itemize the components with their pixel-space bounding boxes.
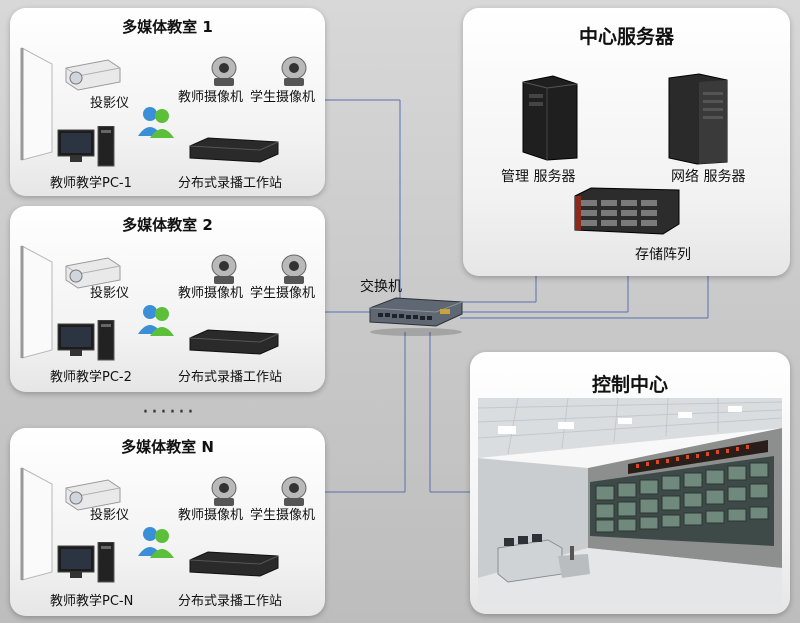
teacher-pc-icon: [57, 126, 115, 167]
more-rooms-ellipsis: ······: [142, 400, 196, 425]
classroom-title: 多媒体教室 1: [122, 18, 213, 36]
network-server-icon: [668, 73, 728, 165]
control-center-panel: 控制中心: [470, 352, 790, 614]
storage-array-icon: [574, 187, 680, 235]
users-icon: [138, 305, 174, 336]
student-camera-label: 学生摄像机: [250, 508, 316, 523]
projector-icon: [65, 59, 121, 91]
teacher-camera-label: 教师摄像机: [178, 508, 244, 523]
management-server-icon: [522, 75, 578, 161]
recorder-icon: [189, 329, 279, 355]
student-camera-icon: [281, 476, 307, 506]
projector-label: 投影仪: [90, 96, 130, 111]
classroom-title: 多媒体教室 N: [121, 438, 214, 456]
recorder-icon: [189, 551, 279, 577]
teacher-pc-label: 教师教学PC-2: [50, 370, 132, 385]
student-camera-label: 学生摄像机: [250, 286, 316, 301]
projection-screen-icon: [20, 47, 53, 161]
teacher-pc-icon: [57, 542, 115, 583]
teacher-pc-icon: [57, 320, 115, 361]
users-icon: [138, 527, 174, 558]
network-server-label: 网络 服务器: [671, 169, 746, 185]
projection-screen-icon: [20, 467, 53, 581]
switch-label: 交换机: [360, 279, 402, 295]
projector-icon: [65, 479, 121, 511]
central-servers-panel: 中心服务器 管理 服务器 网络 服务器 存储阵列: [463, 8, 790, 276]
projector-icon: [65, 257, 121, 289]
teacher-pc-label: 教师教学PC-1: [50, 176, 132, 191]
control-room-image: [478, 398, 782, 606]
teacher-camera-icon: [211, 56, 237, 86]
classroom-title: 多媒体教室 2: [122, 216, 213, 234]
student-camera-icon: [281, 254, 307, 284]
projector-label: 投影仪: [90, 286, 130, 301]
teacher-camera-icon: [211, 254, 237, 284]
recorder-label: 分布式录播工作站: [178, 594, 283, 609]
teacher-camera-label: 教师摄像机: [178, 90, 244, 105]
student-camera-icon: [281, 56, 307, 86]
recorder-label: 分布式录播工作站: [178, 176, 283, 191]
servers-title: 中心服务器: [578, 26, 674, 48]
teacher-camera-icon: [211, 476, 237, 506]
classroom-panel-2: 多媒体教室 2 投影仪 教师摄像机 学生摄像机 教师教学PC-2 分布式录播: [10, 206, 325, 392]
classroom-panel-1: 多媒体教室 1 投影仪 教师摄像机 学生摄像机 教师教学PC-1: [10, 8, 325, 196]
projection-screen-icon: [20, 245, 53, 359]
student-camera-label: 学生摄像机: [250, 90, 316, 105]
classroom-panel-n: 多媒体教室 N 投影仪 教师摄像机 学生摄像机 教师教学PC-N 分布式录播: [10, 428, 325, 616]
storage-array-label: 存储阵列: [635, 247, 691, 263]
network-switch-icon: [369, 297, 463, 336]
recorder-icon: [189, 137, 279, 163]
recorder-label: 分布式录播工作站: [178, 370, 283, 385]
control-center-title: 控制中心: [591, 374, 668, 396]
management-server-label: 管理 服务器: [501, 169, 576, 185]
teacher-pc-label: 教师教学PC-N: [50, 594, 134, 609]
projector-label: 投影仪: [90, 508, 130, 523]
users-icon: [138, 107, 174, 138]
teacher-camera-label: 教师摄像机: [178, 286, 244, 301]
